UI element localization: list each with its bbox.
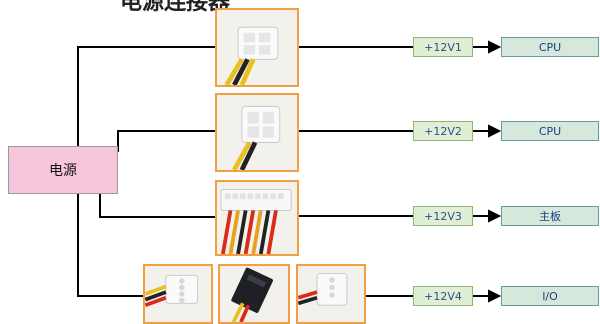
connector-photo-atx-main [215,180,299,256]
connector-photo-4pin-cpu-2 [215,93,299,172]
target-io: I/O [501,286,599,306]
connector-photo-sata [218,264,290,324]
rail-12v4: +12V4 [413,286,473,306]
target-cpu-2-label: CPU [538,124,562,138]
wire-branch-1 [77,46,215,161]
connector-photo-4pin-cpu [215,8,299,87]
wire-branch-2 [117,130,215,152]
connector-photo-molex [143,264,213,324]
rail-12v1: +12V1 [413,37,473,57]
rail-12v2: +12V2 [413,121,473,141]
target-cpu-1-label: CPU [538,40,562,54]
power-supply-label: 电源 [49,163,77,179]
arrow-4 [473,289,502,303]
target-cpu-2: CPU [501,121,599,141]
power-supply-box: 电源 [8,146,118,194]
wire-branch-3 [99,194,215,218]
target-motherboard: 主板 [501,206,599,226]
target-motherboard-label: 主板 [539,210,561,223]
connector-photo-molex-2 [296,264,366,324]
rail-12v4-label: +12V4 [424,289,462,303]
arrow-2 [473,124,502,138]
rail-12v1-label: +12V1 [424,40,462,54]
wire-branch-4 [77,194,145,297]
rail-12v3-label: +12V3 [424,209,462,223]
arrow-3 [473,209,502,223]
target-io-label: I/O [542,289,558,303]
rail-12v2-label: +12V2 [424,124,462,138]
diagram-title: 电源连接器 [120,0,231,15]
rail-12v3: +12V3 [413,206,473,226]
arrow-1 [473,40,502,54]
target-cpu-1: CPU [501,37,599,57]
